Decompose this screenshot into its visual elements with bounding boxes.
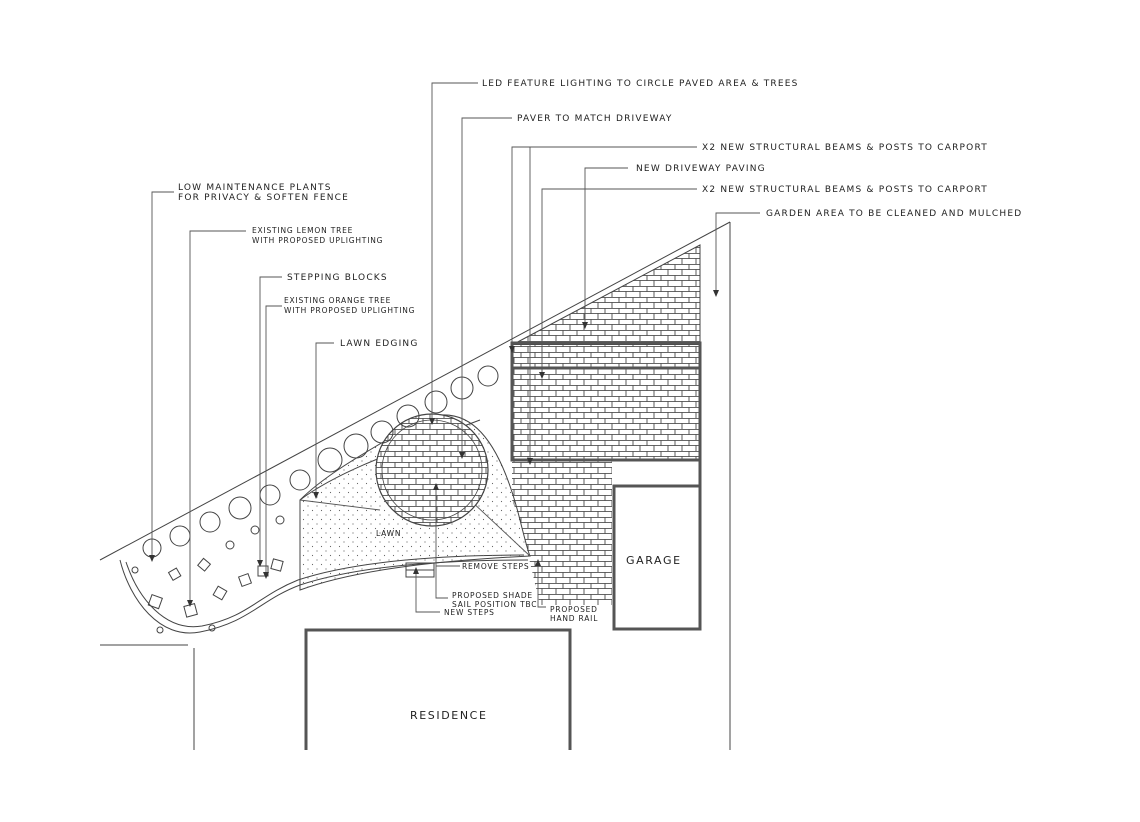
carport-beams [510,341,702,486]
arrowheads [149,290,719,607]
residence-label: RESIDENCE [410,709,488,722]
label-stepping: STEPPING BLOCKS [287,273,388,283]
residence-building: RESIDENCE [304,628,572,750]
stepping-blocks [131,515,285,634]
label-led-lighting: LED FEATURE LIGHTING TO CIRCLE PAVED ARE… [482,79,799,89]
label-low-maint-1: LOW MAINTENANCE PLANTS [178,183,332,193]
label-new-steps: NEW STEPS [444,608,495,617]
steps [405,562,435,578]
label-low-maint-2: FOR PRIVACY & SOFTEN FENCE [178,193,349,203]
label-orange-1: EXISTING ORANGE TREE [284,296,391,305]
label-new-driveway: NEW DRIVEWAY PAVING [636,164,766,174]
driveway-paving [511,244,701,605]
garage-building: GARAGE [612,484,702,631]
label-shade-1: PROPOSED SHADE [452,591,533,600]
label-lemon-2: WITH PROPOSED UPLIGHTING [252,236,383,245]
label-shade-2: SAIL POSITION TBC [452,600,537,609]
lawn-label: LAWN [376,529,401,538]
label-handrail-1: PROPOSED [550,605,598,614]
label-paver-match: PAVER TO MATCH DRIVEWAY [517,114,673,124]
label-orange-2: WITH PROPOSED UPLIGHTING [284,306,415,315]
label-garden-area: GARDEN AREA TO BE CLEANED AND MULCHED [766,209,1022,219]
property-boundary [99,221,731,750]
annotation-labels: LED FEATURE LIGHTING TO CIRCLE PAVED ARE… [178,79,1022,623]
label-handrail-2: HAND RAIL [550,614,598,623]
garage-label: GARAGE [626,554,682,567]
label-remove-steps: REMOVE STEPS [462,562,529,571]
label-lemon-1: EXISTING LEMON TREE [252,226,353,235]
label-beams-2: X2 NEW STRUCTURAL BEAMS & POSTS TO CARPO… [702,185,988,195]
leader-lines [151,82,760,613]
label-beams-1: X2 NEW STRUCTURAL BEAMS & POSTS TO CARPO… [702,143,988,153]
label-lawn-edging: LAWN EDGING [340,339,419,349]
